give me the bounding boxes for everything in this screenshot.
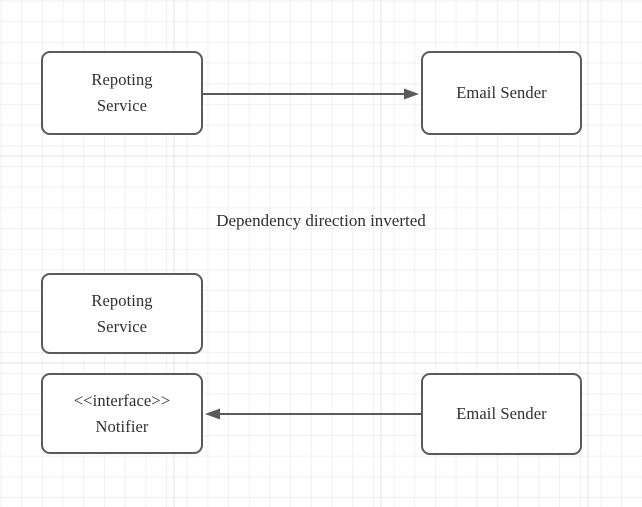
node-label-line: Email Sender bbox=[456, 83, 547, 102]
node-stereotype-label: <<interface>> bbox=[73, 390, 171, 410]
dependency-direction-label: Dependency direction inverted bbox=[216, 211, 426, 230]
node-reporting-service-top[interactable]: Repoting Service bbox=[41, 51, 203, 135]
node-reporting-service-bottom[interactable]: Repoting Service bbox=[41, 273, 203, 354]
node-label-line: Notifier bbox=[95, 416, 149, 436]
node-label-line: Service bbox=[96, 96, 148, 115]
node-label-line: Repoting bbox=[91, 70, 153, 89]
node-email-sender-bottom[interactable]: Email Sender bbox=[421, 373, 582, 455]
node-email-sender-top[interactable]: Email Sender bbox=[421, 51, 582, 135]
node-label-line: Service bbox=[96, 316, 148, 336]
edge-email-to-notifier[interactable] bbox=[205, 408, 421, 420]
edge-reporting-to-email[interactable] bbox=[203, 88, 419, 100]
node-label-line: Email Sender bbox=[456, 404, 547, 423]
node-label-line: Repoting bbox=[91, 290, 153, 310]
node-notifier-interface[interactable]: <<interface>> Notifier bbox=[41, 373, 203, 454]
